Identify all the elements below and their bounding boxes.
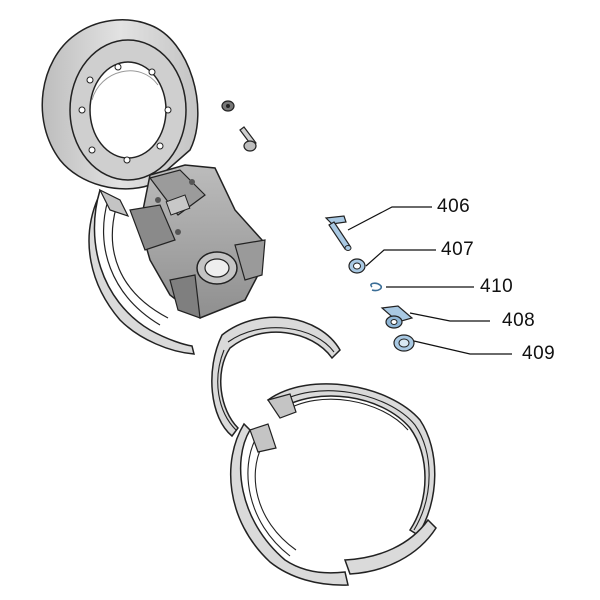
middle-brake-shoe	[211, 316, 341, 438]
leader-407	[365, 249, 436, 267]
leader-lines	[347, 206, 512, 355]
backing-plate-hub	[129, 164, 266, 319]
drum-bolt-holes	[78, 63, 172, 164]
callout-409: 409	[522, 343, 556, 364]
callout-406: 406	[437, 196, 471, 217]
brake-drum	[41, 19, 199, 190]
leader-406	[347, 206, 432, 231]
lower-brake-shoe-set	[229, 383, 437, 586]
callout-408: 408	[502, 310, 536, 331]
nut	[221, 100, 235, 112]
callout-410: 410	[480, 276, 514, 297]
bolt	[239, 126, 257, 152]
leader-409	[413, 340, 512, 355]
part-410-clip	[370, 282, 383, 292]
part-409-spring	[393, 334, 415, 352]
leader-408	[409, 312, 490, 322]
part-406-pin	[324, 215, 352, 251]
left-brake-shoe	[88, 188, 195, 355]
part-408-spring-cup	[380, 305, 414, 329]
part-407-washer	[348, 258, 366, 274]
callout-407: 407	[441, 239, 475, 260]
